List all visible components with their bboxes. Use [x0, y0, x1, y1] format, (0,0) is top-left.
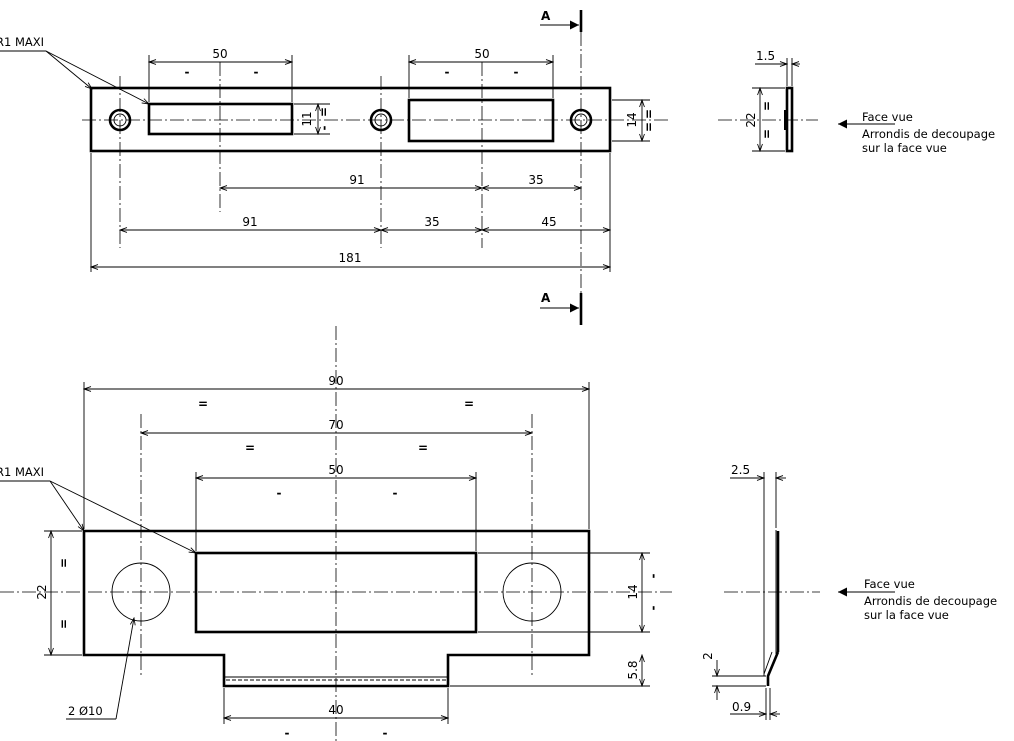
dim-tab-40: 40 [328, 703, 343, 717]
dim-row1-35: 35 [528, 173, 543, 187]
svg-text:-: - [514, 65, 519, 79]
hole-left-big [111, 562, 171, 622]
dim-row2-45: 45 [541, 215, 556, 229]
top-side-view: 1.5 22 = = Face vue Arrondis de decoupag… [718, 49, 995, 155]
dim-holes-70: 70 [328, 418, 343, 432]
section-a-bottom: A [541, 291, 551, 305]
face-vue-label-top: Face vue [862, 110, 913, 124]
r1-maxi-label-top: R1 MAXI [0, 35, 44, 49]
r1-maxi-label-bottom: R1 MAXI [0, 465, 44, 479]
dim-overall-90: 90 [328, 374, 343, 388]
dim-height-22: 22 [35, 584, 49, 599]
arrondis-line2-top: sur la face vue [862, 141, 947, 155]
arrondis-line2-bottom: sur la face vue [864, 608, 949, 622]
svg-text:-: - [285, 726, 290, 740]
svg-text:=: = [57, 619, 71, 629]
dim-side-height-22: 22 [744, 112, 758, 127]
dim-row1-91: 91 [349, 173, 364, 187]
dim-slot-height: 11 [300, 111, 314, 126]
dim-row2-35: 35 [424, 215, 439, 229]
dim-tab-5-8: 5.8 [626, 660, 640, 679]
center-slot [194, 551, 478, 634]
svg-text:-: - [185, 65, 190, 79]
holes-callout: 2 Ø10 [68, 704, 103, 718]
hole-right-big [502, 562, 562, 622]
dim-bend-2: 2 [701, 652, 715, 660]
hole-right [569, 108, 593, 132]
dim-overall-181: 181 [339, 251, 362, 265]
dim-thickness-1-5: 1.5 [756, 49, 775, 63]
svg-text:=: = [245, 441, 255, 455]
dim-row2-91: 91 [242, 215, 257, 229]
dim-slot-height-14: 14 [626, 584, 640, 599]
face-vue-label-bottom: Face vue [864, 577, 915, 591]
bottom-front-view: 90 = = 70 = = 50 - - 22 = = 14 - - 5.8 [0, 326, 672, 741]
svg-text:=: = [642, 122, 656, 132]
svg-text:-: - [383, 726, 388, 740]
dim-slot-50: 50 [328, 463, 343, 477]
svg-text:=: = [57, 558, 71, 568]
plate-outline [89, 86, 612, 153]
svg-text:-: - [445, 65, 450, 79]
arrondis-line1-bottom: Arrondis de decoupage [864, 594, 997, 608]
dim-offset-2-5: 2.5 [731, 463, 750, 477]
left-slot [147, 102, 294, 136]
svg-text:=: = [642, 109, 656, 119]
svg-text:-: - [254, 65, 259, 79]
svg-text:-: - [393, 486, 398, 500]
dim-right-slot-width: 50 [474, 47, 489, 61]
svg-text:=: = [760, 101, 774, 111]
svg-text:=: = [464, 397, 474, 411]
svg-text:=: = [317, 107, 331, 117]
svg-text:-: - [317, 125, 331, 130]
svg-text:=: = [418, 441, 428, 455]
hole-middle [369, 108, 393, 132]
top-front-view: R1 MAXI 50 - - 50 - - 11 = - 14 = = [0, 9, 668, 325]
hole-left [108, 108, 132, 132]
arrondis-line1-top: Arrondis de decoupage [862, 127, 995, 141]
dim-left-slot-width: 50 [212, 47, 227, 61]
svg-text:-: - [277, 486, 282, 500]
dim-plate-height: 14 [625, 112, 639, 127]
bracket-outline [82, 529, 591, 688]
svg-text:=: = [198, 397, 208, 411]
svg-text:-: - [646, 573, 660, 578]
svg-text:=: = [760, 129, 774, 139]
right-slot [407, 98, 555, 143]
section-a-top: A [541, 9, 551, 23]
bottom-side-view: 2.5 2 0.9 Face vue Arrondis de decoupage… [701, 463, 997, 720]
svg-text:-: - [646, 605, 660, 610]
dim-thickness-0-9: 0.9 [732, 700, 751, 714]
